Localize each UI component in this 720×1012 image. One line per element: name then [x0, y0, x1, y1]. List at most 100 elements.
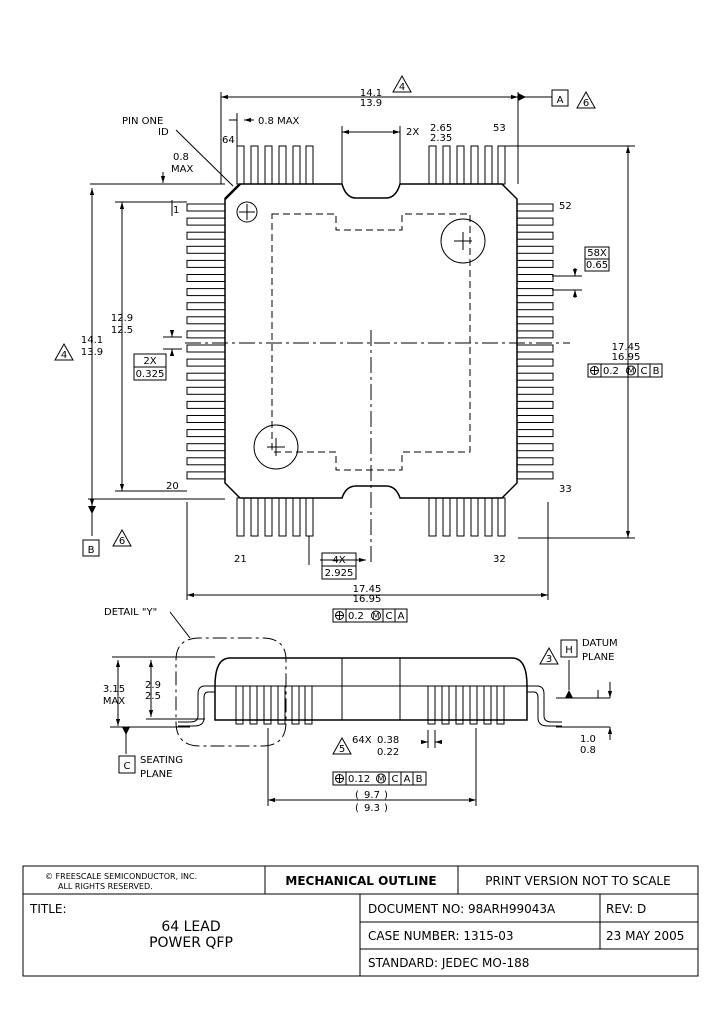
datum-plane-line1: DATUM	[582, 638, 618, 649]
pin-33-label: 33	[559, 484, 572, 495]
dim-side-body-min: 2.5	[145, 691, 161, 702]
dim-lead-length: 0.8 MAX	[258, 116, 300, 127]
document-number: DOCUMENT NO: 98ARH99043A	[368, 902, 556, 916]
note-triangle-4-left	[54, 342, 74, 361]
lead-right	[516, 429, 554, 438]
dim-right-height-max: 17.45	[612, 342, 641, 353]
dim-bottom-width-min: 16.95	[353, 594, 382, 605]
lead-left	[186, 415, 226, 423]
dim-left-08-value: 0.8	[173, 152, 189, 163]
dim-lead-width-count: 64X	[352, 735, 372, 746]
pin-53-label: 53	[493, 123, 506, 134]
svg-text:C: C	[124, 761, 131, 772]
title-line1: 64 LEAD	[161, 919, 220, 935]
detail-y-boundary	[175, 637, 287, 747]
title-block	[22, 865, 699, 977]
svg-text:A: A	[398, 611, 405, 622]
lead-left	[186, 245, 226, 254]
pin-one-label-line1: PIN ONE	[122, 116, 163, 127]
svg-text:0.12: 0.12	[348, 774, 370, 785]
lead-left	[186, 344, 226, 353]
dim-2x-label: 2X	[406, 127, 419, 138]
lead-left	[186, 259, 226, 268]
dim-4x-value: 2.925	[325, 568, 354, 579]
lead-left	[186, 302, 226, 311]
lead-left	[186, 457, 226, 466]
dim-top-width-max: 14.1	[360, 88, 382, 99]
dim-top-width-min: 13.9	[360, 98, 382, 109]
lead-left	[186, 386, 226, 395]
dim-right-height-min: 16.95	[612, 352, 641, 363]
dim-58x-value: 0.65	[586, 260, 608, 271]
svg-text:0.2: 0.2	[348, 611, 364, 622]
lead-left	[186, 429, 226, 438]
lead-right	[516, 316, 554, 325]
lead-right	[516, 217, 554, 226]
datum-b-letter: B	[88, 545, 95, 556]
lead-left	[186, 400, 226, 409]
pin-64-label: 64	[222, 135, 235, 146]
detail-y-label: DETAIL "Y"	[104, 607, 157, 618]
tolerance-frame-side: 0.12 M C A B	[332, 771, 427, 786]
dim-inner-height-min: 12.5	[111, 325, 133, 336]
svg-text:): )	[384, 803, 388, 814]
triangle-4-top-label: 4	[399, 82, 405, 93]
svg-text:): )	[384, 790, 388, 801]
side-leads-right	[427, 685, 505, 725]
seating-plane-line1: SEATING	[140, 755, 183, 766]
dim-lead-width-max: 0.38	[377, 735, 399, 746]
dim-side-height-max: MAX	[103, 696, 125, 707]
svg-text:C: C	[641, 366, 648, 377]
lead-left	[186, 330, 226, 339]
svg-text:M: M	[378, 775, 385, 784]
svg-text:0.2: 0.2	[603, 366, 619, 377]
datum-a: A	[518, 89, 569, 107]
svg-text:C: C	[392, 774, 399, 785]
title-line2: POWER QFP	[149, 935, 233, 951]
datum-b: B	[82, 506, 100, 557]
dim-notch-min: 2.35	[430, 133, 452, 144]
pin-one-id-mark	[236, 201, 258, 223]
lead-right	[516, 443, 554, 452]
datum-a-letter: A	[557, 95, 564, 106]
lead-right	[516, 245, 554, 254]
side-view	[110, 611, 613, 806]
ejector-mark-top-right	[440, 218, 486, 264]
dim-notch-max: 2.65	[430, 123, 452, 134]
svg-text:H: H	[565, 645, 573, 656]
tolerance-frame-right: 0.2 M C B	[587, 363, 663, 378]
dim-side-height-value: 3.15	[103, 684, 125, 695]
copyright-line2: ALL RIGHTS RESERVED.	[58, 882, 153, 891]
title-label: TITLE:	[29, 902, 67, 916]
dim-span-min: 9.3	[364, 803, 380, 814]
die-pad-outline	[271, 213, 471, 471]
svg-text:A: A	[404, 774, 411, 785]
lead-left	[186, 471, 226, 480]
dim-standoff-max: 1.0	[580, 734, 596, 745]
svg-text:B: B	[416, 774, 423, 785]
lead-left	[186, 274, 226, 282]
svg-text:C: C	[386, 611, 393, 622]
lead-left	[186, 372, 226, 381]
dim-pitch-value: 0.325	[136, 369, 165, 380]
lead-right	[516, 400, 554, 409]
pin-20-label: 20	[166, 481, 179, 492]
note-triangle-3	[539, 646, 559, 665]
ejector-mark-bottom-left	[253, 424, 299, 470]
triangle-4-left-label: 4	[61, 350, 67, 361]
side-body	[214, 657, 528, 721]
top-view	[88, 92, 635, 600]
lead-right	[516, 288, 554, 297]
standard: STANDARD: JEDEC MO-188	[368, 956, 529, 970]
svg-text:M: M	[373, 612, 380, 621]
triangle-6-bottom-label: 6	[119, 536, 125, 547]
pin-1-label: 1	[173, 205, 179, 216]
lead-right	[516, 457, 554, 466]
lead-right	[516, 203, 554, 212]
mechanical-outline: MECHANICAL OUTLINE	[285, 874, 436, 888]
lead-right	[516, 259, 554, 268]
dim-span-max: 9.7	[364, 790, 380, 801]
dim-bottom-width-max: 17.45	[353, 584, 382, 595]
lead-right	[516, 302, 554, 311]
case-number: CASE NUMBER: 1315-03	[368, 929, 514, 943]
